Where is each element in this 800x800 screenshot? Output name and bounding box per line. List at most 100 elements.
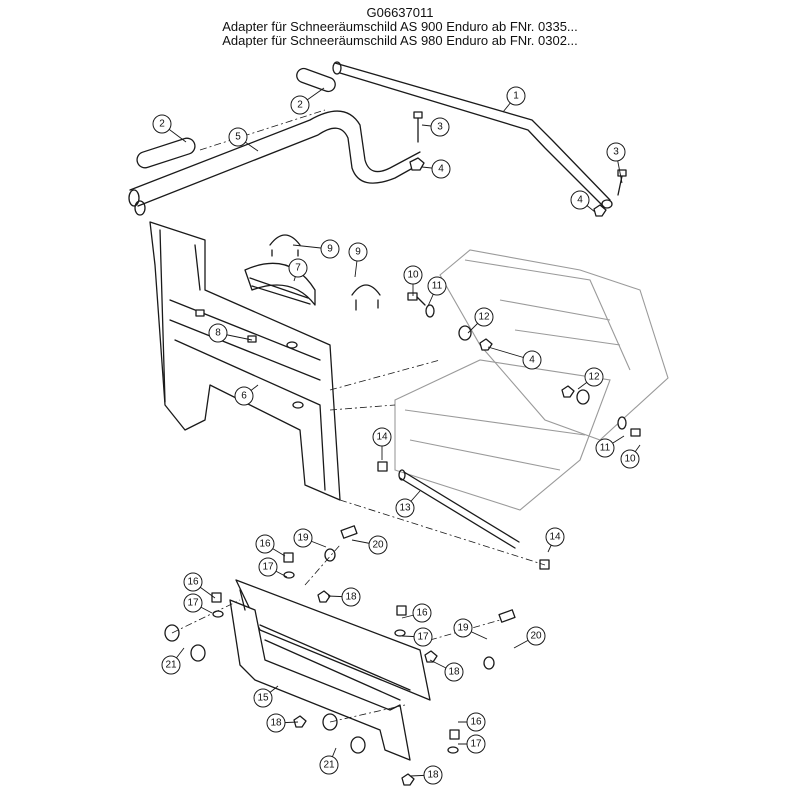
callout-balloon: [570, 190, 590, 210]
callout-balloon: [183, 593, 203, 613]
callout-balloon: [545, 527, 565, 547]
part-10-bolt-right: [630, 428, 641, 437]
part-4-nut-lower: [561, 385, 575, 398]
callout-c4a: 4: [421, 159, 451, 179]
callout-c5: 5: [228, 127, 259, 152]
drawing-code: G06637011: [366, 5, 434, 20]
callout-number: 7: [295, 263, 301, 274]
part-6-adapter-frame: [149, 221, 341, 501]
callout-c17a: 17: [258, 557, 288, 578]
callout-number: 18: [270, 718, 282, 729]
callout-number: 20: [372, 540, 384, 551]
callout-c19a: 19: [293, 528, 327, 548]
callout-balloon: [584, 367, 604, 387]
part-13-pin: [398, 469, 520, 549]
part-16-bolt-b: [211, 592, 222, 603]
part-2-sleeve-upper: [296, 67, 336, 93]
callout-c9b: 9: [348, 242, 368, 278]
callout-c1: 1: [502, 86, 526, 113]
part-4-nut-mid: [479, 338, 493, 351]
callout-balloon: [466, 712, 486, 732]
callout-number: 1: [513, 91, 519, 102]
callout-number: 18: [345, 592, 357, 603]
part-12-bushing-left: [458, 325, 472, 341]
callout-balloon: [258, 557, 278, 577]
part-17-washer-a: [283, 571, 295, 579]
callout-balloon: [474, 307, 494, 327]
callout-balloon: [234, 386, 254, 406]
callout-c4c: 4: [487, 346, 542, 370]
callout-c14a: 14: [372, 427, 392, 460]
callout-c17c: 17: [401, 627, 433, 647]
callout-balloon: [606, 142, 626, 162]
part-1-bent-rod: [332, 61, 613, 209]
part-15-mounting-plate: [229, 579, 431, 761]
callout-number: 17: [262, 562, 274, 573]
title-line-2: Adapter für Schneeräumschild AS 980 Endu…: [222, 33, 578, 48]
callout-balloon: [595, 438, 615, 458]
part-16-bolt-c: [396, 605, 407, 616]
callout-balloon: [412, 603, 432, 623]
callout-balloon: [255, 534, 275, 554]
part-4-nut-upper: [409, 157, 425, 171]
callout-c3b: 3: [606, 142, 626, 184]
callout-balloon: [228, 127, 248, 147]
callout-number: 21: [323, 760, 335, 771]
callout-number: 4: [577, 195, 583, 206]
callout-c19b: 19: [453, 618, 488, 640]
callout-number: 16: [416, 608, 428, 619]
callout-c12a: 12: [467, 307, 494, 334]
part-17-washer-b: [212, 610, 224, 618]
title-line-1: Adapter für Schneeräumschild AS 900 Endu…: [222, 19, 578, 34]
part-18-nut-b: [424, 650, 438, 663]
callout-number: 4: [438, 164, 444, 175]
callout-c13: 13: [395, 490, 421, 518]
ghost-plough-outline: [394, 249, 669, 511]
part-4-nut-right: [593, 204, 607, 217]
callout-number: 10: [624, 454, 636, 465]
callout-c9a: 9: [292, 239, 340, 259]
callout-balloon: [395, 498, 415, 518]
part-18-nut-c: [293, 715, 307, 728]
callout-number: 5: [235, 132, 241, 143]
callout-number: 17: [187, 598, 199, 609]
callout-number: 9: [355, 247, 361, 258]
callout-balloon: [293, 528, 313, 548]
callout-c18a: 18: [327, 587, 361, 607]
callout-number: 3: [437, 122, 443, 133]
callout-balloon: [161, 655, 181, 675]
callout-number: 18: [448, 667, 460, 678]
callout-balloon: [413, 627, 433, 647]
callout-c16d: 16: [458, 712, 486, 732]
callout-c18b: 18: [429, 659, 464, 682]
callout-number: 12: [478, 312, 490, 323]
part-17-washer-d: [447, 746, 459, 754]
callout-balloon: [427, 276, 447, 296]
callout-c8: 8: [208, 323, 253, 343]
callout-balloon: [208, 323, 228, 343]
callout-number: 11: [600, 443, 611, 454]
callout-balloon: [620, 449, 640, 469]
callout-number: 4: [529, 355, 535, 366]
part-16-bolt-a: [283, 552, 294, 563]
callout-c17d: 17: [458, 734, 486, 754]
callout-number: 11: [432, 281, 443, 292]
callout-number: 17: [470, 739, 482, 750]
callout-balloon: [522, 350, 542, 370]
part-11-washer-right: [617, 416, 627, 430]
callout-balloon: [253, 688, 273, 708]
callout-c18c: 18: [266, 713, 299, 733]
callout-balloon: [466, 734, 486, 754]
callout-c18d: 18: [409, 765, 443, 785]
callout-number: 18: [427, 770, 439, 781]
callout-number: 3: [613, 147, 619, 158]
part-10-bolt-left: [407, 292, 426, 306]
callout-number: 12: [588, 372, 600, 383]
callout-c2a: 2: [290, 87, 325, 115]
callout-number: 21: [165, 660, 177, 671]
callout-number: 16: [470, 717, 482, 728]
callout-c16b: 16: [183, 572, 216, 599]
callout-number: 20: [530, 631, 542, 642]
callout-balloon: [266, 713, 286, 733]
